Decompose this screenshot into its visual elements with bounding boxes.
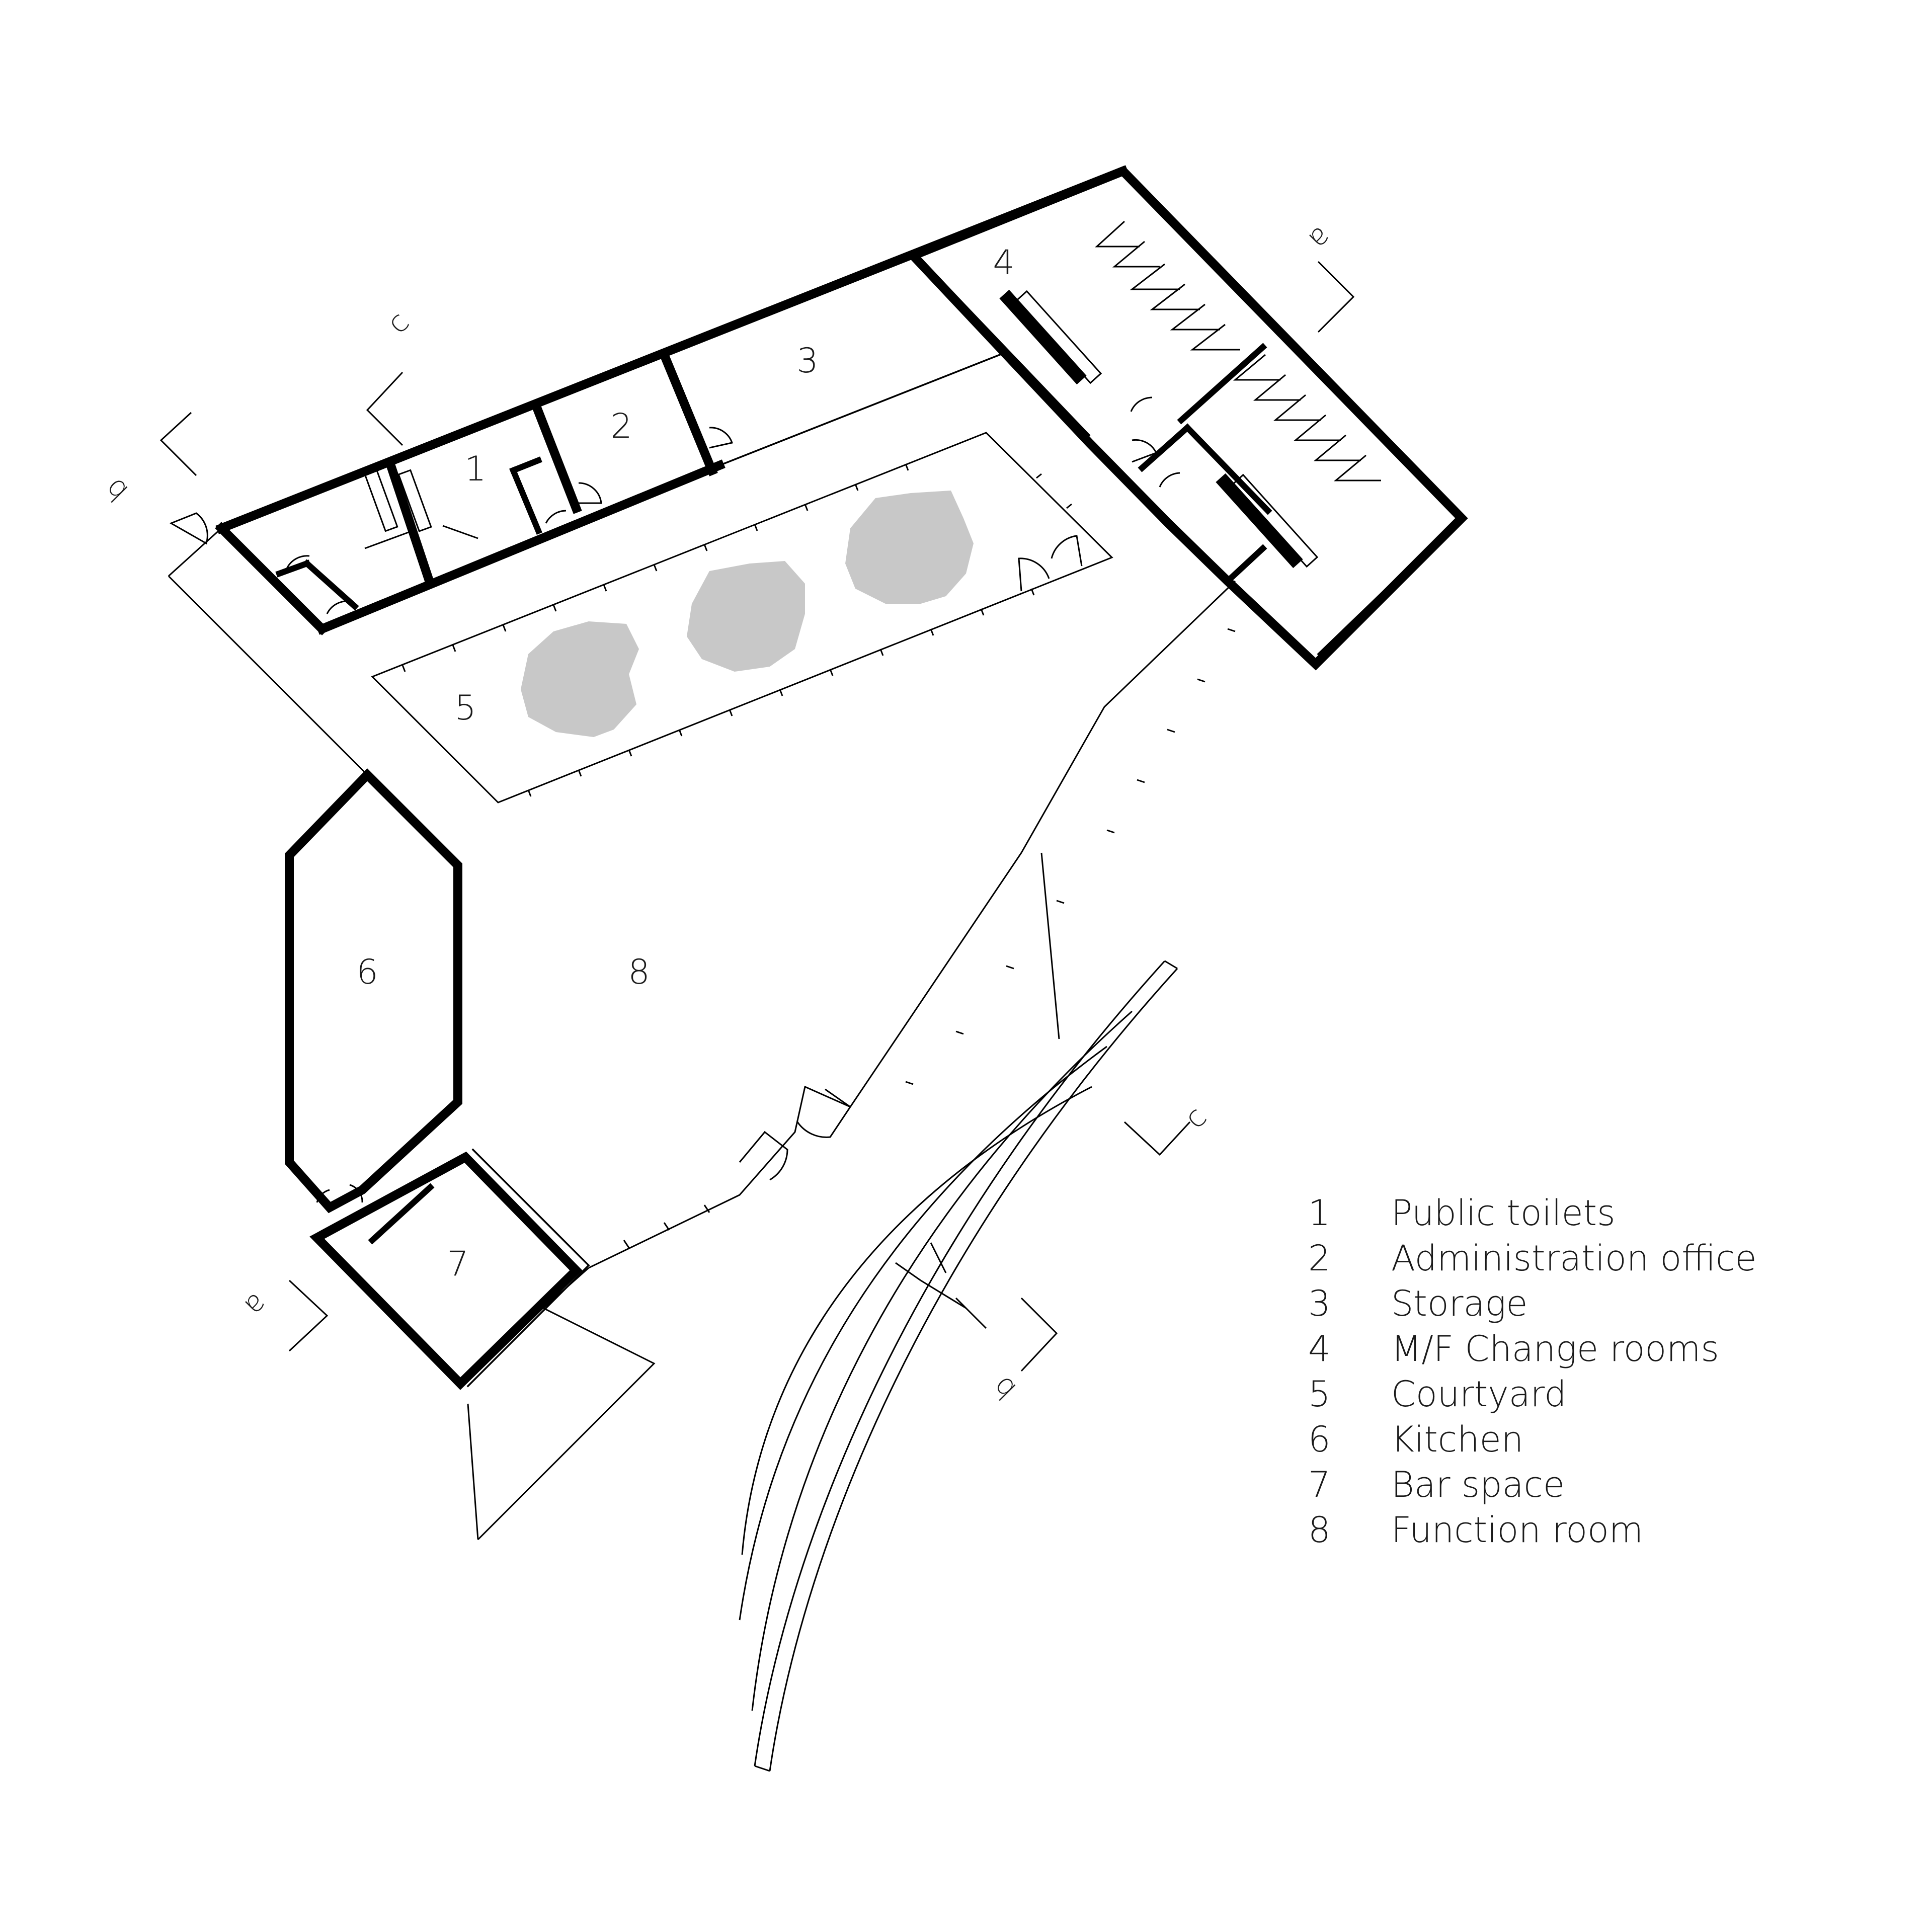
section-letter-b-top: b bbox=[98, 471, 135, 509]
section-letter-c-top: c bbox=[380, 305, 416, 341]
room-number-1: 1 bbox=[464, 449, 486, 489]
legend-number: 5 bbox=[1308, 1374, 1331, 1415]
room-number-8: 8 bbox=[628, 952, 650, 992]
section-markers bbox=[159, 261, 1355, 1372]
section-letter-a-top: a bbox=[1302, 220, 1339, 257]
courtyard bbox=[371, 432, 1113, 803]
change-rooms-wing bbox=[905, 166, 1468, 671]
legend-label: Administration office bbox=[1391, 1238, 1757, 1279]
kitchen bbox=[285, 768, 462, 1214]
bar bbox=[309, 1148, 590, 1390]
legend: 1 Public toilets 2 Administration office… bbox=[1308, 1192, 1757, 1551]
legend-label: Public toilets bbox=[1391, 1192, 1616, 1234]
legend-label: Kitchen bbox=[1391, 1419, 1523, 1460]
stalls-lower bbox=[1233, 354, 1381, 481]
legend-number: 4 bbox=[1308, 1328, 1331, 1370]
legend-number: 6 bbox=[1308, 1419, 1331, 1460]
stalls-upper bbox=[1095, 220, 1240, 351]
section-c-bottom bbox=[1123, 1121, 1191, 1156]
tree-shape bbox=[687, 561, 805, 672]
door-swing-west bbox=[169, 512, 208, 545]
section-b-bottom bbox=[1020, 1297, 1058, 1372]
north-wing bbox=[169, 165, 1129, 635]
room-number-2: 2 bbox=[610, 407, 632, 446]
curved-ramp bbox=[739, 960, 1178, 1772]
room-number-6: 6 bbox=[356, 952, 378, 992]
section-a-top bbox=[1317, 261, 1355, 333]
section-letter-a-bottom: a bbox=[238, 1287, 275, 1324]
room-number-3: 3 bbox=[796, 341, 818, 381]
legend-number: 3 bbox=[1308, 1283, 1331, 1324]
section-b-top bbox=[159, 412, 197, 476]
tree-shape bbox=[521, 621, 639, 737]
room-number-4: 4 bbox=[993, 243, 1014, 283]
room-number-5: 5 bbox=[454, 688, 476, 728]
legend-number: 2 bbox=[1308, 1238, 1331, 1279]
legend-label: M/F Change rooms bbox=[1391, 1328, 1719, 1370]
legend-number: 8 bbox=[1308, 1509, 1331, 1551]
legend-label: Courtyard bbox=[1391, 1374, 1567, 1415]
section-a-bottom bbox=[288, 1279, 329, 1352]
room-number-7: 7 bbox=[447, 1244, 468, 1284]
legend-number: 7 bbox=[1308, 1464, 1331, 1505]
section-c-top bbox=[366, 371, 404, 446]
legend-label: Bar space bbox=[1391, 1464, 1565, 1505]
section-letter-b-bottom: b bbox=[986, 1370, 1023, 1407]
courtyard-ticks bbox=[401, 463, 1072, 797]
east-glazing-ticks bbox=[623, 628, 1236, 1248]
function-room bbox=[168, 527, 1236, 1541]
legend-label: Function room bbox=[1391, 1509, 1643, 1551]
legend-number: 1 bbox=[1308, 1192, 1331, 1234]
legend-label: Storage bbox=[1391, 1283, 1527, 1324]
tree-shape bbox=[845, 491, 974, 604]
